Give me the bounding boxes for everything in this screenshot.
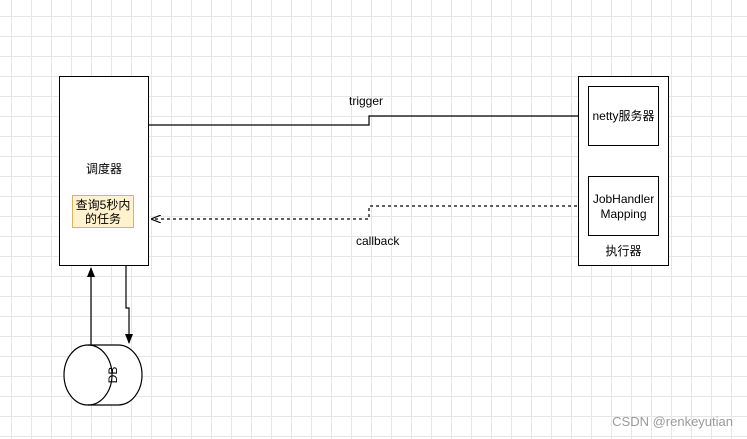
callback-connector bbox=[152, 205, 589, 219]
scheduler-title: 调度器 bbox=[85, 162, 122, 176]
scheduler-to-db-connector bbox=[125, 266, 133, 344]
scheduler-node[interactable] bbox=[59, 76, 149, 266]
jobhandler-mapping-label-line2: Mapping bbox=[600, 207, 647, 221]
jobhandler-mapping-node[interactable] bbox=[588, 176, 659, 236]
callback-label: callback bbox=[356, 234, 400, 248]
trigger-connector bbox=[149, 112, 590, 126]
csdn-watermark: CSDN @renkeyutian bbox=[612, 414, 733, 429]
query-tasks-note-line2: 的任务 bbox=[84, 212, 121, 226]
db-cylinder-shape bbox=[63, 344, 143, 406]
db-label: DB bbox=[106, 366, 120, 384]
netty-server-label: netty服务器 bbox=[592, 109, 655, 123]
query-tasks-note-line1: 查询5秒内 bbox=[75, 198, 131, 212]
query-tasks-note[interactable]: 查询5秒内 的任务 bbox=[72, 195, 134, 228]
jobhandler-mapping-label-line1: JobHandler bbox=[592, 192, 655, 206]
executor-label: 执行器 bbox=[605, 244, 642, 258]
netty-server-node[interactable] bbox=[588, 86, 659, 146]
trigger-label: trigger bbox=[349, 94, 384, 108]
